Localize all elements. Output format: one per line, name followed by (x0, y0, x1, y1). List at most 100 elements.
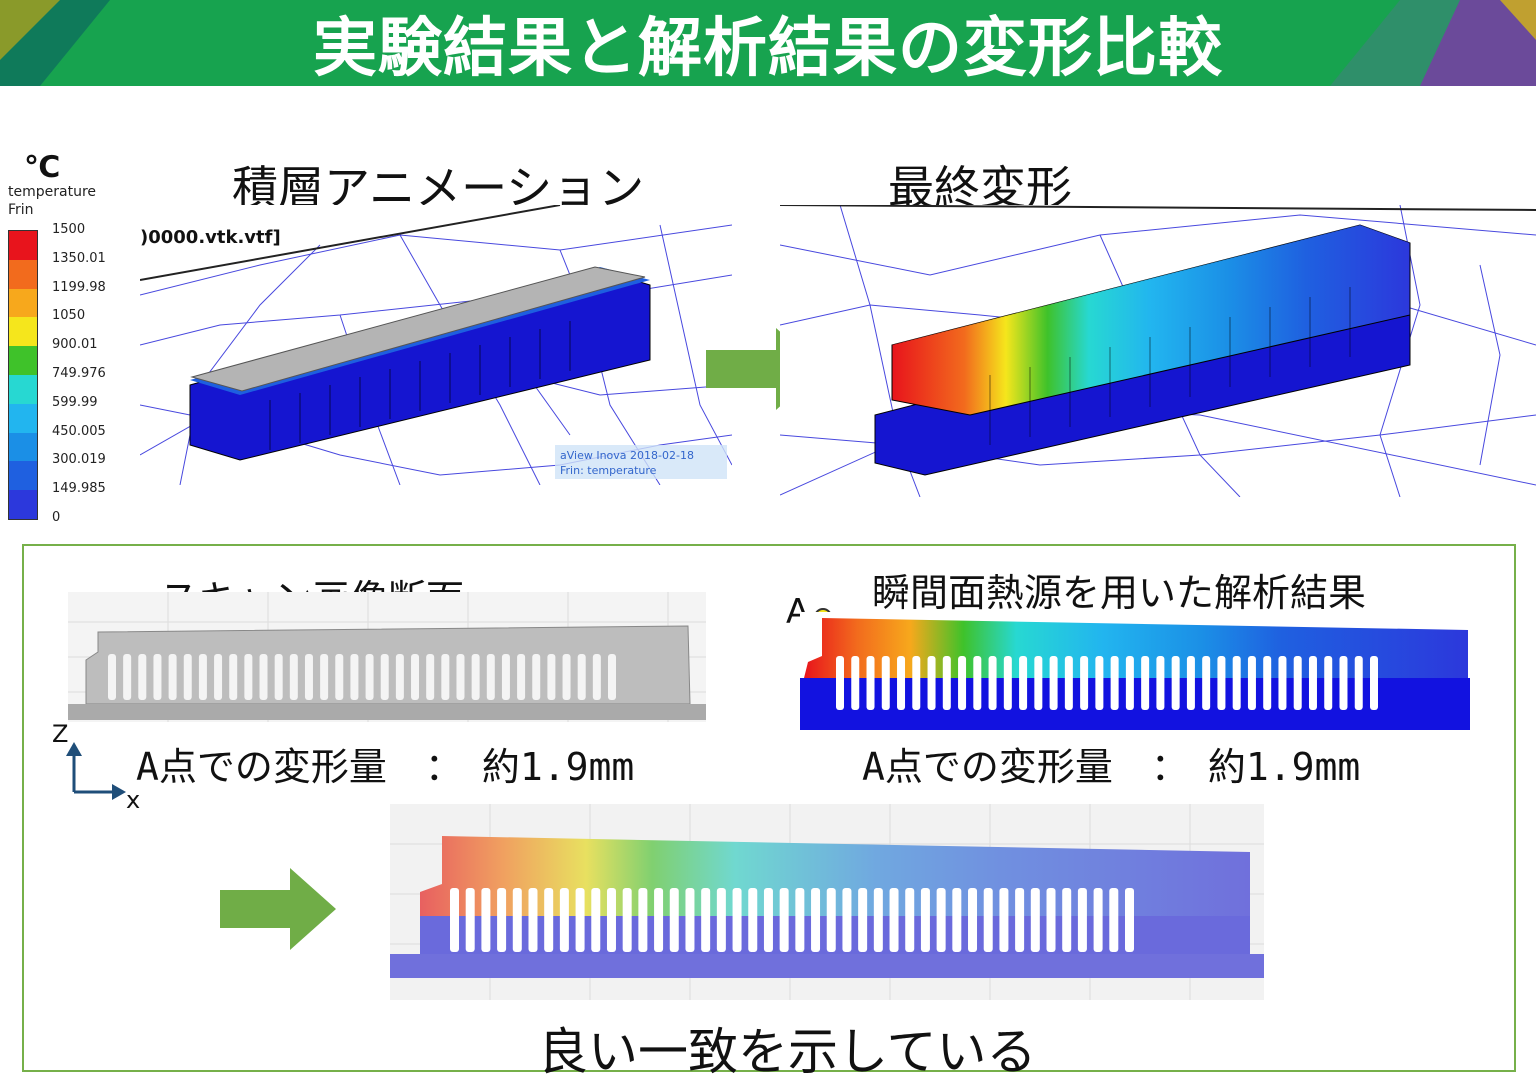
slot (1308, 656, 1317, 710)
slot (952, 888, 962, 952)
legend-color-bar (8, 230, 38, 520)
legend-value: 450.005 (52, 423, 106, 439)
slot (1046, 888, 1056, 952)
slot (138, 654, 147, 700)
overlay-comparison-image (390, 804, 1264, 1000)
analysis-result-label: 瞬間面熱源を用いた解析結果 (872, 571, 1367, 615)
slot (471, 654, 480, 700)
scan-image (68, 592, 706, 722)
slot (544, 888, 554, 952)
slot (606, 888, 616, 952)
slot (1293, 656, 1302, 710)
slot (1370, 656, 1378, 710)
slot (411, 654, 420, 700)
slot (881, 656, 890, 710)
slot (562, 654, 571, 700)
slot (1077, 888, 1087, 952)
slot (591, 888, 601, 952)
slot (501, 654, 510, 700)
slot (497, 888, 507, 952)
analysis-image (800, 612, 1470, 732)
legend-value: 1199.98 (52, 279, 106, 295)
slot (1064, 656, 1073, 710)
mesh-render-left: )0000.vtk.vtf] aView Inova 2018-02-18 Fr… (140, 205, 732, 485)
slot (897, 656, 906, 710)
slot (858, 888, 868, 952)
slot (988, 656, 997, 710)
slot (168, 654, 177, 700)
slot (289, 654, 298, 700)
slot (608, 654, 616, 700)
slot (441, 654, 450, 700)
slot (1003, 656, 1012, 710)
legend-color-swatch (9, 346, 37, 375)
slot (517, 654, 526, 700)
axis-indicator-icon (66, 742, 126, 800)
slot (889, 888, 899, 952)
slot (1186, 656, 1195, 710)
legend-value: 599.99 (52, 394, 98, 410)
slot (763, 888, 773, 952)
slot (732, 888, 742, 952)
slot (685, 888, 695, 952)
slot (304, 654, 313, 700)
slot (1095, 656, 1104, 710)
slot (983, 888, 993, 952)
header-decoration (0, 0, 1536, 86)
software-watermark-field: Frin: temperature (560, 464, 657, 477)
slot (481, 888, 491, 952)
deformation-left-text: A点での変形量 ： 約1.9mm (136, 745, 635, 789)
legend-color-swatch (9, 432, 37, 462)
slot (532, 654, 541, 700)
deformation-right-text: A点での変形量 ： 約1.9mm (862, 745, 1361, 789)
slot (669, 888, 679, 952)
slot (1125, 656, 1134, 710)
slot (701, 888, 711, 952)
slot (1034, 656, 1043, 710)
slot (927, 656, 936, 710)
legend-field: Frin (8, 202, 34, 218)
slot (450, 888, 459, 952)
legend-value: 749.976 (52, 366, 106, 381)
axis-z-label: Z (52, 720, 69, 748)
slot (1247, 656, 1256, 710)
slot (1015, 888, 1025, 952)
slot (654, 888, 664, 952)
scan-cross-section (68, 592, 706, 722)
software-watermark: aView Inova 2018-02-18 (560, 449, 694, 462)
legend-quantity: temperature (8, 184, 96, 200)
legend-color-swatch (9, 231, 37, 260)
vtk-file-label: )0000.vtk.vtf] (140, 227, 281, 248)
slot (905, 888, 915, 952)
slot (638, 888, 648, 952)
slot (486, 654, 495, 700)
legend-value: 300.019 (52, 452, 106, 468)
slot (559, 888, 569, 952)
slot (395, 654, 404, 700)
legend-color-swatch (9, 288, 37, 318)
slot (465, 888, 475, 952)
legend-color-swatch (9, 490, 37, 519)
comparison-panel (22, 544, 1516, 1072)
overlay-cross-section (390, 804, 1264, 1000)
slot (577, 654, 586, 700)
analysis-cross-section (800, 612, 1470, 732)
slot (426, 654, 435, 700)
slot (795, 888, 805, 952)
slot (528, 888, 538, 952)
slot (836, 656, 844, 710)
slot (365, 654, 374, 700)
slot (1080, 656, 1089, 710)
slot (873, 888, 883, 952)
legend-unit: ℃ (24, 150, 61, 185)
bottom-arrow-icon (220, 868, 336, 950)
slot (456, 654, 465, 700)
legend-color-swatch (9, 317, 37, 347)
slot (1110, 656, 1119, 710)
slot (1278, 656, 1287, 710)
legend-value: 1500 (52, 222, 86, 237)
header-banner: 実験結果と解析結果の変形比較 (0, 0, 1536, 86)
slot (274, 654, 283, 700)
slot (999, 888, 1009, 952)
